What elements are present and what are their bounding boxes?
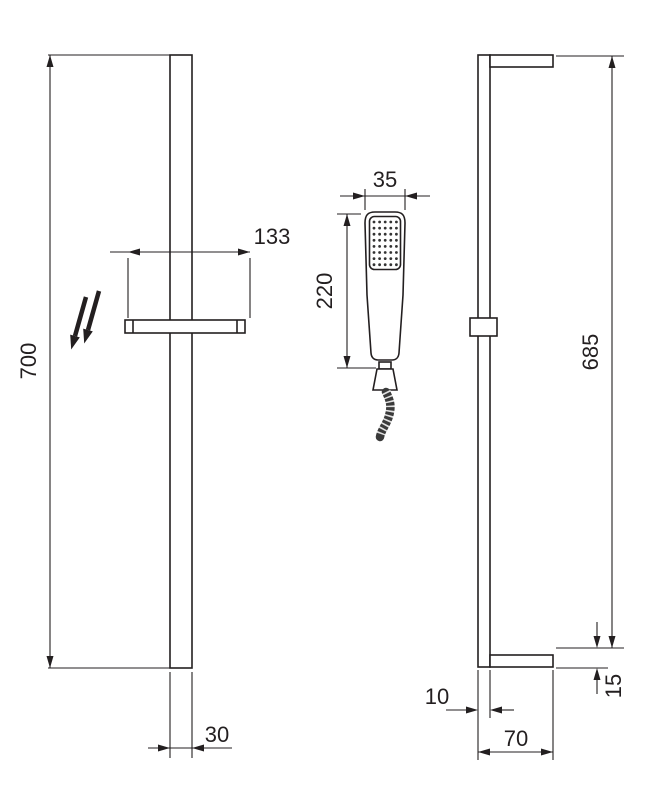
spray-dot [395,263,398,267]
arrowhead [490,706,502,714]
spray-face [368,215,402,271]
spray-dot [389,251,393,254]
dimension-rail-width-30: 30 [148,672,232,758]
spray-dot [389,220,393,224]
hose-nut [372,368,398,391]
dimension-rail-depth-10: 10 [425,670,514,760]
spray-dot [372,238,376,242]
spray-dot [372,251,376,254]
arrowhead [128,248,140,256]
dimension-handset-width-35: 35 [340,167,430,210]
spray-dot [372,245,376,248]
arrowhead [192,744,204,752]
spray-dot [372,263,376,267]
spray-dot [378,232,381,236]
spray-dot [383,263,387,267]
spray-dot [395,238,398,242]
arrowhead [158,744,170,752]
top-wall-bracket [489,54,554,68]
spray-dot [372,232,376,236]
arrowhead [541,748,553,756]
dimension-handset-length-220: 220 [312,213,376,369]
spray-dot [372,226,376,230]
spray-dot [395,232,398,236]
arrowhead [353,192,365,200]
spray-dot [383,251,387,254]
side-view: 685 15 10 70 [425,54,626,760]
bottom-wall-bracket [489,654,554,668]
dim-label-slider-span: 133 [254,224,291,249]
slider-bar [124,319,246,334]
dim-label-bottom-offset: 15 [601,674,626,698]
spray-dot [389,226,393,230]
arrow-shaft [85,290,102,331]
spray-dot [378,220,381,224]
slide-direction-arrows-icon [70,290,102,350]
hand-shower [364,211,406,442]
arrowhead [46,55,54,67]
front-view: 700 133 [16,54,290,758]
arrowhead [593,668,601,680]
dimension-height-700: 700 [16,54,170,669]
dimension-slider-133: 133 [110,224,290,318]
spray-dot [372,257,376,260]
arrowhead [83,328,93,344]
slider-block-side [469,317,498,337]
handset-neck [378,361,392,370]
dim-label-handset-width: 35 [373,167,397,192]
arrow-shaft [72,296,89,337]
dim-label-rail-width: 30 [205,722,229,747]
spray-dots [372,220,398,267]
dim-label-rail-depth: 10 [425,684,449,709]
arrowhead [466,706,478,714]
spray-dot [378,251,381,254]
handset-view: 35 220 [312,167,430,442]
spray-dot [383,226,387,230]
spray-dot [389,232,393,236]
spray-dot [378,226,381,230]
spray-dot [372,220,376,224]
shower-hose-ribs [375,389,396,439]
arrowhead [343,356,351,368]
spray-dot [378,263,381,267]
rail-side [477,54,491,668]
spray-dot [383,257,387,260]
spray-dot [389,263,393,267]
spray-dot [378,245,381,248]
arrowhead [478,748,490,756]
spray-dot [378,257,381,260]
spray-dot [383,232,387,236]
spray-dot [383,238,387,242]
dimension-bottom-offset-15: 15 [556,622,626,698]
rail-front [169,54,193,669]
arrowhead [70,334,80,350]
spray-dot [389,238,393,242]
dimension-bracket-depth-70: 70 [478,670,554,760]
arrowhead [608,56,616,68]
dim-label-rail-height: 700 [16,343,41,380]
spray-dot [395,257,398,260]
slider-bracket-front [124,319,246,334]
spray-dot [383,220,387,224]
spray-dot [389,257,393,260]
dim-label-side-height: 685 [578,334,603,371]
arrowhead [46,656,54,668]
spray-dot [383,245,387,248]
arrowhead [238,248,250,256]
spray-dot [395,220,398,224]
arrowhead [343,214,351,226]
spray-dot [378,238,381,242]
dim-label-handset-length: 220 [312,273,337,310]
spray-dot [389,245,393,248]
spray-dot [395,251,398,254]
arrowhead [608,636,616,648]
arrowhead [593,636,601,648]
dimension-side-height-685: 685 [556,55,624,649]
dim-label-bracket-depth: 70 [504,726,528,751]
spray-dot [395,226,398,230]
arrowhead [405,192,417,200]
spray-dot [395,245,398,248]
